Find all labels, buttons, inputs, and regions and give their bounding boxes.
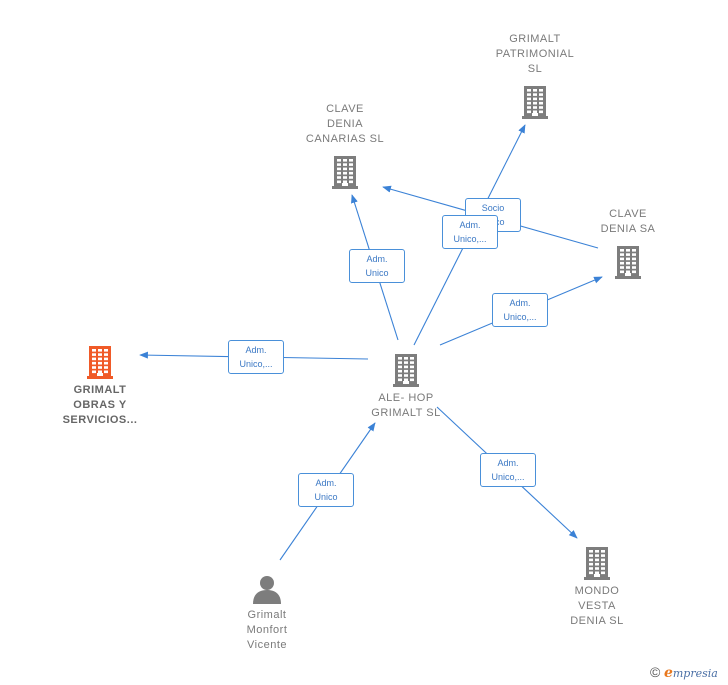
edge-label-ale_hop-to-clave_denia_sa[interactable]: Adm. Unico,...	[492, 293, 548, 327]
edge-label-ale_hop-to-mondo_vesta[interactable]: Adm. Unico,...	[480, 453, 536, 487]
building-icon	[393, 353, 419, 392]
brand-logo: empresia	[663, 665, 718, 681]
person-icon	[252, 574, 282, 609]
copyright-symbol: ©	[650, 664, 661, 680]
edge-label-ale_hop-to-grimalt_obras[interactable]: Adm. Unico,...	[228, 340, 284, 374]
building-icon	[332, 155, 358, 194]
building-icon	[87, 345, 113, 384]
node-label-clave_denia_sa: CLAVE DENIA SA	[600, 208, 656, 235]
building-icon	[615, 245, 641, 284]
edge-label-grimalt_monfort-to-ale_hop[interactable]: Adm. Unico	[298, 473, 354, 507]
node-label-mondo_vesta: MONDO VESTA DENIA SL	[570, 585, 624, 627]
node-label-clave_denia_canarias: CLAVE DENIA CANARIAS SL	[305, 103, 385, 145]
node-label-grimalt_monfort: Grimalt Monfort Vicente	[246, 609, 288, 651]
node-label-grimalt_patrimonial: GRIMALT PATRIMONIAL SL	[495, 33, 575, 75]
edge-label-ale_hop-to-clave_denia_canarias[interactable]: Adm. Unico	[349, 249, 405, 283]
copyright-notice: © empresia	[650, 664, 718, 681]
node-label-grimalt_obras: GRIMALT OBRAS Y SERVICIOS...	[62, 384, 138, 426]
node-label-ale_hop: ALE- HOP GRIMALT SL	[371, 392, 441, 419]
building-icon	[584, 546, 610, 585]
edge-label-clave_denia_sa-to-clave_denia_canarias[interactable]: Adm. Unico,...	[442, 215, 498, 249]
building-icon	[522, 85, 548, 124]
